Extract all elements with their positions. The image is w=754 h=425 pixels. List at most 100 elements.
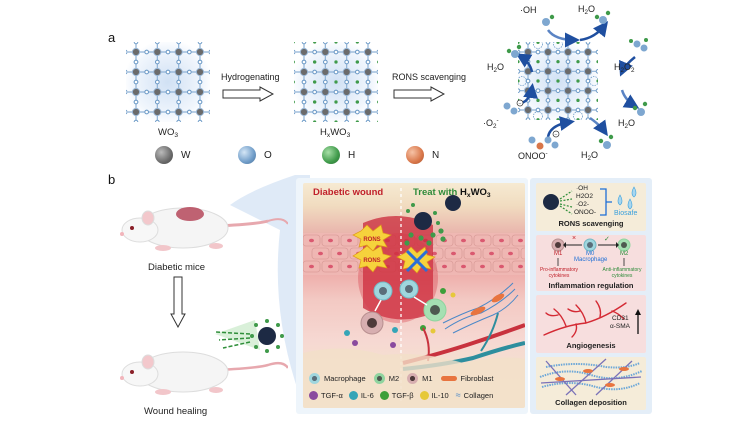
epidermal-cell — [473, 234, 492, 247]
h2o-r-2: 2 — [624, 123, 629, 130]
o-atom — [123, 69, 128, 75]
anti-inflammatory-label: Anti-inflammatory cytokines — [602, 267, 642, 279]
w-atom — [195, 47, 205, 57]
o-atom — [176, 119, 181, 125]
w-atom — [583, 47, 593, 57]
h-atom — [556, 79, 560, 83]
h-atom — [556, 98, 560, 102]
legend-o: O — [238, 146, 272, 164]
h-atom — [313, 120, 317, 124]
wo3-label: WO3 — [158, 127, 178, 139]
h-atom — [576, 98, 580, 102]
active-site — [573, 111, 583, 121]
hxwo3-x: x — [326, 132, 331, 139]
species-h2o2: H2O2 — [614, 62, 635, 74]
atom-legend: W O H N — [155, 146, 485, 166]
species-h2o-left: H2O — [487, 62, 504, 74]
o-atom — [165, 49, 171, 55]
h-atom — [536, 79, 540, 83]
o-atom — [133, 59, 139, 65]
inflammation-box: × ✓ M1 M0 Macrophage M2 Pro-inflammatory… — [536, 235, 646, 291]
o-atom — [312, 109, 317, 115]
o-atom — [123, 89, 128, 95]
h2o-b-o: O — [591, 150, 599, 160]
o-atom — [144, 89, 149, 95]
cell-nucleus — [328, 238, 333, 243]
o-atom — [545, 59, 551, 64]
rons-burst-2: RONS — [352, 245, 392, 273]
cell-nucleus — [432, 251, 437, 256]
epidermal-cell — [492, 234, 511, 247]
o-atom — [376, 49, 381, 55]
w-atom — [299, 107, 309, 117]
asma-label: α-SMA — [610, 323, 631, 330]
o-atom — [575, 49, 581, 55]
o-atom — [155, 119, 160, 125]
o-atom — [344, 59, 349, 65]
epidermal-cell — [330, 247, 349, 260]
o-atom — [575, 69, 581, 74]
w-atom — [543, 86, 553, 95]
wound-illustration: RONS RONS — [303, 188, 525, 408]
epidermal-cell — [454, 234, 473, 247]
legend-collagen: Collagen — [463, 390, 494, 400]
cell-nucleus — [337, 251, 342, 256]
vessel-network-illustration — [543, 300, 627, 338]
h2o2-2b: 2 — [631, 67, 635, 74]
o2-charge: - — [496, 117, 499, 124]
w-atom — [153, 107, 162, 117]
h-atoms — [404, 203, 446, 246]
cell-nucleus — [347, 264, 352, 269]
hydrogenating-label: Hydrogenating — [221, 72, 280, 82]
wo3-sub: 3 — [174, 132, 179, 139]
o-atom — [333, 49, 339, 55]
o-atom — [144, 49, 149, 55]
macrophage-label: Macrophage — [574, 257, 608, 263]
h-atom — [536, 98, 540, 102]
il6-icon — [348, 390, 358, 400]
o-atom — [545, 78, 551, 84]
cell-nucleus — [480, 264, 485, 269]
h-atom — [556, 60, 560, 64]
tgf-alpha-icon — [309, 390, 318, 400]
atom-n-icon — [406, 146, 424, 164]
angiogenesis-title: Angiogenesis — [566, 341, 616, 350]
w-atom — [321, 87, 330, 97]
epidermal-cell — [321, 234, 340, 247]
o-atom — [365, 99, 371, 105]
treat-title: Treat with HxWO3 — [413, 187, 491, 199]
epidermal-cell — [482, 247, 501, 260]
epidermal-cell — [511, 260, 525, 273]
epidermal-cell — [340, 260, 359, 273]
epidermal-cell — [454, 260, 473, 273]
rons-species-h2o2: H2O2 — [576, 193, 593, 200]
rons-nanoparticle-icon — [543, 194, 559, 210]
w-atom — [174, 87, 183, 97]
legend-w-label: W — [181, 149, 191, 161]
w-atom — [342, 107, 351, 117]
o-atom — [333, 69, 339, 75]
o-atom — [208, 89, 213, 95]
h2o-o: O — [588, 4, 596, 14]
legend-n-label: N — [432, 149, 440, 161]
h-atom — [334, 120, 338, 124]
legend-w: W — [155, 146, 190, 164]
cell-nucleus — [470, 251, 475, 256]
h-atom — [334, 100, 338, 104]
cell-nucleus — [499, 238, 504, 243]
molecule-oh — [542, 14, 555, 26]
svg-text:−: − — [519, 101, 522, 107]
nanoparticle-2 — [445, 195, 461, 211]
o-atom — [376, 69, 381, 75]
molecule-h2o-left — [506, 44, 522, 58]
cell-nucleus — [309, 238, 314, 243]
o-atom — [165, 89, 171, 95]
wound-patch — [176, 207, 204, 221]
o-atom — [365, 79, 371, 85]
species-oh: ·OH — [520, 5, 537, 15]
h-atom — [291, 80, 295, 84]
w-atom — [583, 105, 593, 115]
cell-nucleus — [451, 251, 456, 256]
o-atom — [535, 69, 541, 74]
w-atom — [363, 87, 373, 97]
